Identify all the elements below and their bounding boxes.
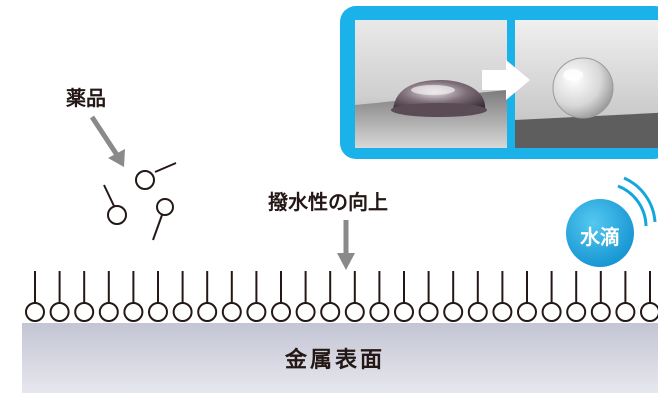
- molecule-icon: [369, 271, 390, 322]
- arrow-icon: [482, 60, 530, 100]
- chemical-label: 薬品: [66, 86, 106, 110]
- molecule-icon: [394, 271, 414, 322]
- molecule-icon: [541, 271, 562, 322]
- molecule-icon: [135, 162, 177, 190]
- photo-after: [515, 20, 658, 148]
- molecule-icon: [517, 271, 537, 322]
- molecule-icon: [492, 271, 513, 322]
- flat-drop-image: [355, 20, 507, 148]
- water-drop-icon: [566, 176, 657, 267]
- bead-drop-image: [515, 20, 658, 148]
- molecule-icon: [295, 271, 316, 322]
- arrow-icon: [89, 115, 125, 167]
- molecule-icon: [320, 271, 341, 322]
- photo-comparison-panel: [340, 6, 658, 159]
- molecule-icon: [172, 271, 193, 322]
- molecule-icon: [467, 271, 488, 322]
- molecule-icon: [418, 271, 439, 322]
- molecule-icon: [148, 271, 168, 322]
- molecule-icon: [590, 271, 611, 322]
- molecule-icon: [123, 271, 144, 322]
- molecule-icon: [103, 184, 127, 225]
- molecule-icon: [197, 271, 218, 322]
- metal-surface-label: 金属表面: [285, 348, 386, 373]
- molecule-icon: [443, 271, 464, 322]
- molecule-icon: [98, 271, 119, 322]
- molecule-icon: [221, 271, 242, 322]
- arrow-icon: [337, 220, 355, 270]
- molecule-icon: [246, 271, 267, 322]
- molecule-icon: [615, 271, 636, 322]
- molecule-icon: [74, 271, 95, 322]
- molecule-icon: [344, 271, 365, 322]
- water-repellency-label: 撥水性の向上: [268, 190, 388, 214]
- metal-surface: [22, 323, 658, 393]
- molecule-icon: [25, 271, 45, 322]
- molecule-icon: [152, 198, 174, 241]
- water-drop-label: 水滴: [580, 225, 620, 249]
- molecule-icon: [566, 271, 587, 322]
- molecule-icon: [271, 271, 291, 322]
- photo-before: [355, 20, 507, 148]
- molecule-icon: [49, 271, 70, 322]
- molecule-icon: [640, 271, 658, 322]
